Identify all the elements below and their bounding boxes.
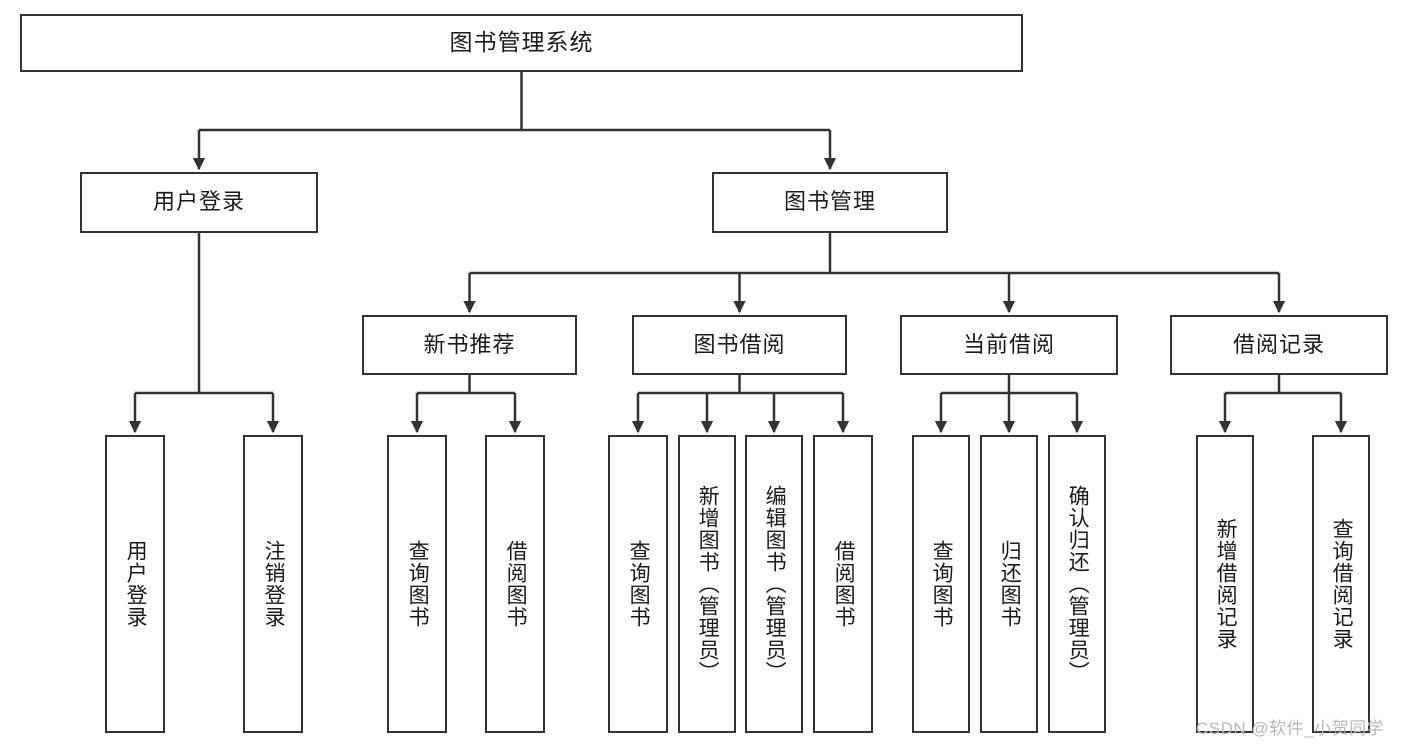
node-label: 新书推荐 — [423, 331, 516, 357]
node-label: 图书借阅 — [693, 331, 786, 357]
node-label: 查询图书 — [627, 540, 651, 628]
node-label: 用户登录 — [152, 189, 245, 215]
node-root[interactable]: 图书管理系统 — [20, 14, 1023, 72]
node-label: 查询图书 — [930, 540, 954, 628]
node-leaf-login-1[interactable]: 用户登录 — [105, 435, 165, 733]
node-leaf-records-2[interactable]: 查询借阅记录 — [1312, 435, 1370, 733]
node-leaf-login-2[interactable]: 注销登录 — [243, 435, 303, 733]
node-label: 当前借阅 — [962, 331, 1055, 357]
node-leaf-current-2[interactable]: 归还图书 — [980, 435, 1038, 733]
node-label: 借阅图书 — [504, 540, 528, 628]
node-leaf-current-1[interactable]: 查询图书 — [912, 435, 970, 733]
node-label: 确认归还（管理员） — [1066, 485, 1090, 683]
node-label: 注销登录 — [262, 540, 286, 628]
node-borrow[interactable]: 图书借阅 — [632, 315, 847, 375]
node-current[interactable]: 当前借阅 — [900, 315, 1118, 375]
node-leaf-borrow-2[interactable]: 新增图书（管理员） — [678, 435, 736, 733]
node-leaf-records-1[interactable]: 新增借阅记录 — [1196, 435, 1254, 733]
node-leaf-current-3[interactable]: 确认归还（管理员） — [1048, 435, 1106, 733]
node-bookmgmt[interactable]: 图书管理 — [712, 172, 948, 233]
node-leaf-newbook-2[interactable]: 借阅图书 — [485, 435, 545, 733]
node-label: 新增借阅记录 — [1214, 518, 1238, 650]
node-label: 编辑图书（管理员） — [763, 485, 787, 683]
node-label: 借阅记录 — [1232, 331, 1325, 357]
node-label: 借阅图书 — [832, 540, 856, 628]
node-label: 归还图书 — [998, 540, 1022, 628]
node-leaf-borrow-4[interactable]: 借阅图书 — [813, 435, 873, 733]
node-records[interactable]: 借阅记录 — [1170, 315, 1388, 375]
node-leaf-newbook-1[interactable]: 查询图书 — [387, 435, 447, 733]
node-label: 图书管理 — [783, 189, 876, 215]
node-leaf-borrow-3[interactable]: 编辑图书（管理员） — [745, 435, 803, 733]
node-label: 用户登录 — [124, 540, 148, 628]
node-label: 查询借阅记录 — [1330, 518, 1354, 650]
node-leaf-borrow-1[interactable]: 查询图书 — [608, 435, 668, 733]
csdn-watermark: CSDN @软件_小贺同学 — [1196, 719, 1385, 738]
node-newbook[interactable]: 新书推荐 — [362, 315, 577, 375]
node-label: 查询图书 — [406, 540, 430, 628]
node-login[interactable]: 用户登录 — [80, 172, 318, 233]
node-label: 新增图书（管理员） — [696, 485, 720, 683]
node-label: 图书管理系统 — [449, 29, 594, 56]
